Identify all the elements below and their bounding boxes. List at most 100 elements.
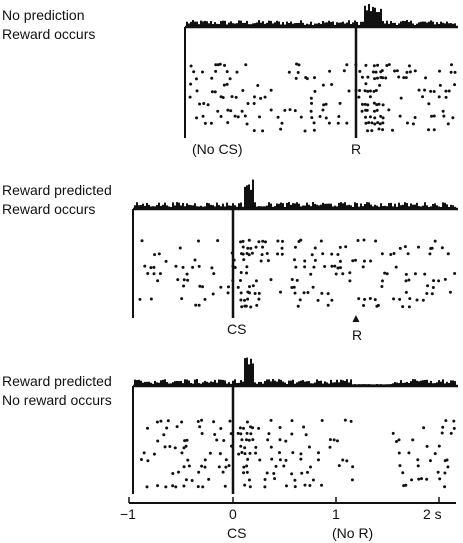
panel-2-histogram-bar: [222, 203, 224, 208]
panel-1-spike: [226, 121, 230, 125]
panel-3-spike: [266, 438, 270, 442]
panel-2-label: Reward predicted Reward occurs: [2, 181, 112, 219]
panel-3-spike: [299, 457, 303, 461]
panel-3-spike: [212, 420, 216, 424]
panel-2-spike: [443, 277, 447, 281]
panel-1-spike: [297, 63, 301, 67]
panel-2-spike: [316, 298, 320, 302]
panel-2-spike: [152, 265, 156, 269]
panel-1-spike: [437, 95, 441, 99]
panel-2-spike: [296, 304, 300, 308]
panel-3-histogram-bar: [440, 381, 442, 385]
panel-1-spike: [372, 64, 376, 68]
panel-2-histogram-bar: [282, 203, 284, 208]
panel-3-histogram-bar: [212, 381, 214, 385]
panel-3-histogram-bar: [254, 382, 256, 385]
panel-2-histogram-bar: [166, 205, 168, 208]
panel-3-spike: [444, 419, 448, 423]
panel-3-histogram-bar: [232, 380, 234, 385]
panel-3-histogram-bar: [446, 381, 448, 385]
panel-2-spike: [380, 252, 384, 256]
panel-2-spike: [191, 265, 195, 269]
panel-1-spike: [381, 103, 385, 107]
panel-3-histogram-bar: [406, 381, 408, 385]
panel-3-spike: [185, 438, 189, 442]
panel-3-spike: [270, 457, 274, 461]
panel-1-spike: [295, 62, 299, 66]
reward-arrow-icon: ▲: [350, 311, 362, 325]
panel-3-spike: [437, 444, 441, 448]
panel-1-spike: [385, 63, 389, 67]
panel-2-spike: [265, 251, 269, 255]
time-axis-no-r-label: (No R): [332, 525, 373, 541]
panel-2-spike: [212, 272, 216, 276]
panel-3-histogram-bar: [324, 381, 326, 385]
panel-3-spike: [165, 426, 169, 430]
panel-1-spike: [201, 114, 205, 118]
panel-2-spike: [253, 291, 257, 295]
panel-2-histogram-bar: [452, 205, 454, 208]
panel-1-histogram-bar: [190, 21, 192, 26]
panel-1-spike: [405, 121, 409, 125]
panel-2-spike: [174, 264, 178, 268]
panel-1-histogram-bar: [346, 22, 348, 26]
panel-2-spike: [276, 239, 280, 243]
panel-1-histogram-bar: [394, 22, 396, 26]
panel-3-spike: [190, 478, 194, 482]
panel-3-histogram: [134, 357, 456, 385]
panel-1-histogram: [186, 4, 456, 27]
panel-2-spike: [194, 303, 198, 307]
panel-2-spike: [295, 278, 299, 282]
panel-3-histogram-bar: [194, 379, 196, 385]
panel-1-spike: [387, 108, 391, 112]
panel-3-spike: [142, 451, 146, 455]
panel-1-spike: [261, 129, 265, 133]
panel-3-spike: [174, 485, 178, 489]
panel-2-histogram-bar: [444, 202, 446, 208]
panel-1-spike: [407, 64, 411, 68]
panel-2-spike: [260, 253, 264, 257]
panel-2-spike: [351, 259, 355, 263]
panel-3-spike: [171, 484, 175, 488]
panel-3-spike: [265, 471, 269, 475]
panel-3-spike: [217, 465, 221, 469]
panel-2-histogram-bar: [370, 204, 372, 208]
panel-2-histogram-bar: [210, 204, 212, 208]
panel-2-histogram-bar: [318, 205, 320, 208]
panel-1-histogram-bar: [410, 20, 412, 26]
panel-3-histogram-bar: [142, 382, 144, 385]
panel-1-spike: [259, 96, 263, 100]
panel-1-histogram-bar: [418, 22, 420, 26]
panel-2-spike: [292, 258, 296, 262]
panel-3-spike: [215, 438, 219, 442]
panel-3-spike: [416, 464, 420, 468]
panel-1-spike: [384, 76, 388, 80]
panel-2-histogram-bar: [420, 206, 422, 208]
panel-3-spike: [401, 471, 405, 475]
panel-2-spike: [158, 272, 162, 276]
panel-1-no-cs-label: (No CS): [192, 141, 243, 157]
panel-1-spike: [364, 63, 368, 67]
panel-2-spike: [290, 285, 294, 289]
panel-3-spike: [177, 470, 181, 474]
panel-1-histogram-bar: [312, 24, 314, 26]
panel-2-spike: [294, 265, 298, 269]
panel-1-spike: [397, 75, 401, 79]
panel-3-histogram-bar: [280, 379, 282, 385]
panel-3-spike: [251, 426, 255, 430]
panel-3-spike: [182, 484, 186, 488]
panel-2-spike: [333, 264, 337, 268]
panel-1-histogram-bar: [330, 21, 332, 26]
panel-1-spike: [228, 77, 232, 81]
panel-1-spike: [398, 114, 402, 118]
panel-3-histogram-bar: [448, 382, 450, 385]
panel-2-histogram-bar: [248, 184, 250, 208]
panel-1-histogram-bar: [246, 20, 248, 26]
panel-1-histogram-bar: [374, 7, 376, 26]
panel-2-histogram-bar: [236, 206, 238, 208]
panel-3-spike: [197, 470, 201, 474]
panel-3-histogram-bar: [204, 380, 206, 385]
panel-3-spike: [351, 465, 355, 469]
panel-1-spike: [256, 83, 260, 87]
